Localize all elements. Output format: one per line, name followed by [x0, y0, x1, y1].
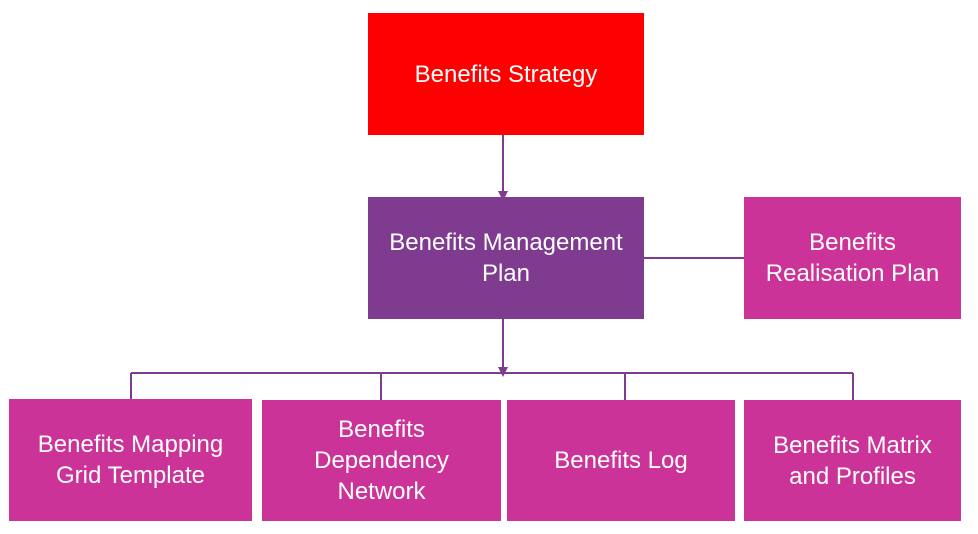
benefits-log-box: Benefits Log [507, 400, 735, 521]
benefits-mapping-grid-label: Benefits Mapping Grid Template [37, 431, 224, 489]
benefits-management-plan-box: Benefits Management Plan [368, 197, 644, 319]
benefits-matrix-profiles-label: Benefits Matrix and Profiles [773, 431, 932, 490]
benefits-matrix-profiles-box: Benefits Matrix and Profiles [744, 400, 961, 521]
benefits-realisation-plan-box: Benefits Realisation Plan [744, 197, 961, 319]
benefits-mapping-grid-box: Benefits Mapping Grid Template [9, 399, 252, 521]
benefits-dependency-network-label: Benefits Dependency Network [314, 416, 449, 505]
benefits-strategy-label: Benefits Strategy [414, 60, 598, 88]
benefits-management-plan-label: Benefits Management Plan [389, 229, 623, 287]
benefits-log-label: Benefits Log [554, 447, 688, 474]
benefits-realisation-plan-label: Benefits Realisation Plan [765, 229, 940, 287]
benefits-strategy-box: Benefits Strategy [368, 13, 644, 135]
benefits-dependency-network-box: Benefits Dependency Network [262, 400, 501, 521]
